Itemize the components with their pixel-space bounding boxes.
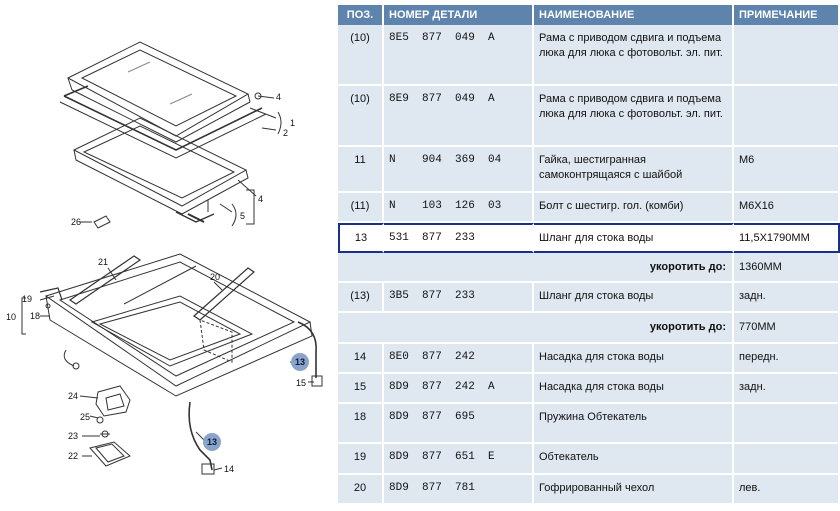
cell-name: Рама с приводом сдвига и подъема люка дл… <box>534 86 734 147</box>
cell-name: Шланг для стока воды <box>534 223 734 253</box>
cell-pos: 20 <box>338 475 384 505</box>
table-row[interactable]: (11) N 103 126 03 Болт с шестигр. гол. (… <box>338 193 840 223</box>
column-header-pos[interactable]: ПОЗ. <box>338 5 384 25</box>
callout-20: 20 <box>210 272 221 282</box>
callout-13-upper[interactable]: 13 <box>291 353 309 371</box>
cell-note <box>734 404 840 444</box>
cell-shorten-value: 1360MM <box>734 253 840 283</box>
diagram-drawing <box>21 41 323 475</box>
cell-shorten-label: укоротить до: <box>338 253 734 283</box>
cell-pos: 18 <box>338 404 384 444</box>
callout-24: 24 <box>68 391 79 401</box>
callout-25: 25 <box>80 412 91 422</box>
cell-name: Насадка для стока воды <box>534 374 734 404</box>
cell-pos: (10) <box>338 25 384 86</box>
callout-21: 21 <box>98 257 109 267</box>
cell-part-number: 8D9 877 651 E <box>384 444 534 475</box>
cell-name: Пружина Обтекатель <box>534 404 734 444</box>
column-header-note[interactable]: ПРИМЕЧАНИЕ <box>734 5 840 25</box>
cell-pos: 13 <box>338 223 384 253</box>
cell-name: Гайка, шестигранная самоконтрящаяся с ша… <box>534 147 734 193</box>
callout-23: 23 <box>68 431 79 441</box>
cell-part-number: 3B5 877 233 <box>384 283 534 313</box>
table-header-row: ПОЗ. НОМЕР ДЕТАЛИ НАИМЕНОВАНИЕ ПРИМЕЧАНИ… <box>338 5 840 25</box>
callout-1: 1 <box>290 118 296 128</box>
cell-pos: 15 <box>338 374 384 404</box>
cell-note: M6 <box>734 147 840 193</box>
table-row[interactable]: (13) 3B5 877 233 Шланг для стока воды за… <box>338 283 840 313</box>
cell-name: Гофрированный чехол <box>534 475 734 505</box>
table-sub-row: укоротить до: 1360MM <box>338 253 840 283</box>
cell-note: 11,5X1790MM <box>734 223 840 253</box>
callout-5: 5 <box>240 211 246 221</box>
parts-table: ПОЗ. НОМЕР ДЕТАЛИ НАИМЕНОВАНИЕ ПРИМЕЧАНИ… <box>338 5 840 505</box>
cell-note <box>734 444 840 475</box>
cell-note: задн. <box>734 283 840 313</box>
callout-26: 26 <box>71 217 82 227</box>
cell-pos: (11) <box>338 193 384 223</box>
cell-part-number: 8E5 877 049 A <box>384 25 534 86</box>
cell-note: задн. <box>734 374 840 404</box>
cell-part-number: 8E0 877 242 <box>384 344 534 374</box>
table-row[interactable]: (10) 8E5 877 049 A Рама с приводом сдвиг… <box>338 25 840 86</box>
cell-pos: (10) <box>338 86 384 147</box>
cell-note <box>734 86 840 147</box>
cell-shorten-value: 770MM <box>734 313 840 344</box>
cell-name: Болт с шестигр. гол. (комби) <box>534 193 734 223</box>
table-row[interactable]: (10) 8E9 877 049 A Рама с приводом сдвиг… <box>338 86 840 147</box>
callout-15: 15 <box>296 378 307 388</box>
cell-part-number: 531 877 233 <box>384 223 534 253</box>
callout-18: 18 <box>30 311 41 321</box>
cell-name: Насадка для стока воды <box>534 344 734 374</box>
callout-2: 2 <box>283 128 289 138</box>
table-row[interactable]: 20 8D9 877 781 Гофрированный чехол лев. <box>338 475 840 505</box>
cell-part-number: N 904 369 04 <box>384 147 534 193</box>
table-row[interactable]: 14 8E0 877 242 Насадка для стока воды пе… <box>338 344 840 374</box>
column-header-part-number[interactable]: НОМЕР ДЕТАЛИ <box>384 5 534 25</box>
cell-part-number: 8D9 877 242 A <box>384 374 534 404</box>
cell-name: Шланг для стока воды <box>534 283 734 313</box>
cell-pos: (13) <box>338 283 384 313</box>
cell-name: Обтекатель <box>534 444 734 475</box>
callout-10: 10 <box>6 312 17 322</box>
cell-note: лев. <box>734 475 840 505</box>
table-row-selected[interactable]: 13 531 877 233 Шланг для стока воды 11,5… <box>338 223 840 253</box>
callout-4: 4 <box>258 194 264 204</box>
table-row[interactable]: 18 8D9 877 695 Пружина Обтекатель <box>338 404 840 444</box>
table-row[interactable]: 15 8D9 877 242 A Насадка для стока воды … <box>338 374 840 404</box>
cell-note: передн. <box>734 344 840 374</box>
exploded-parts-diagram: 4 1 2 4 5 26 21 20 19 18 10 13 15 24 25 … <box>0 0 333 511</box>
cell-note: M6X16 <box>734 193 840 223</box>
table-sub-row: укоротить до: 770MM <box>338 313 840 344</box>
cell-part-number: N 103 126 03 <box>384 193 534 223</box>
cell-pos: 14 <box>338 344 384 374</box>
callout-3: 4 <box>276 92 282 102</box>
table-row[interactable]: 19 8D9 877 651 E Обтекатель <box>338 444 840 475</box>
callout-22: 22 <box>68 451 79 461</box>
callout-14: 14 <box>224 464 235 474</box>
callout-13-lower[interactable]: 13 <box>203 433 221 451</box>
cell-pos: 19 <box>338 444 384 475</box>
callout-19: 19 <box>22 294 33 304</box>
cell-part-number: 8D9 877 781 <box>384 475 534 505</box>
cell-shorten-label: укоротить до: <box>338 313 734 344</box>
cell-part-number: 8E9 877 049 A <box>384 86 534 147</box>
cell-part-number: 8D9 877 695 <box>384 404 534 444</box>
cell-pos: 11 <box>338 147 384 193</box>
column-header-name[interactable]: НАИМЕНОВАНИЕ <box>534 5 734 25</box>
cell-name: Рама с приводом сдвига и подъема люка дл… <box>534 25 734 86</box>
cell-note <box>734 25 840 86</box>
table-row[interactable]: 11 N 904 369 04 Гайка, шестигранная само… <box>338 147 840 193</box>
